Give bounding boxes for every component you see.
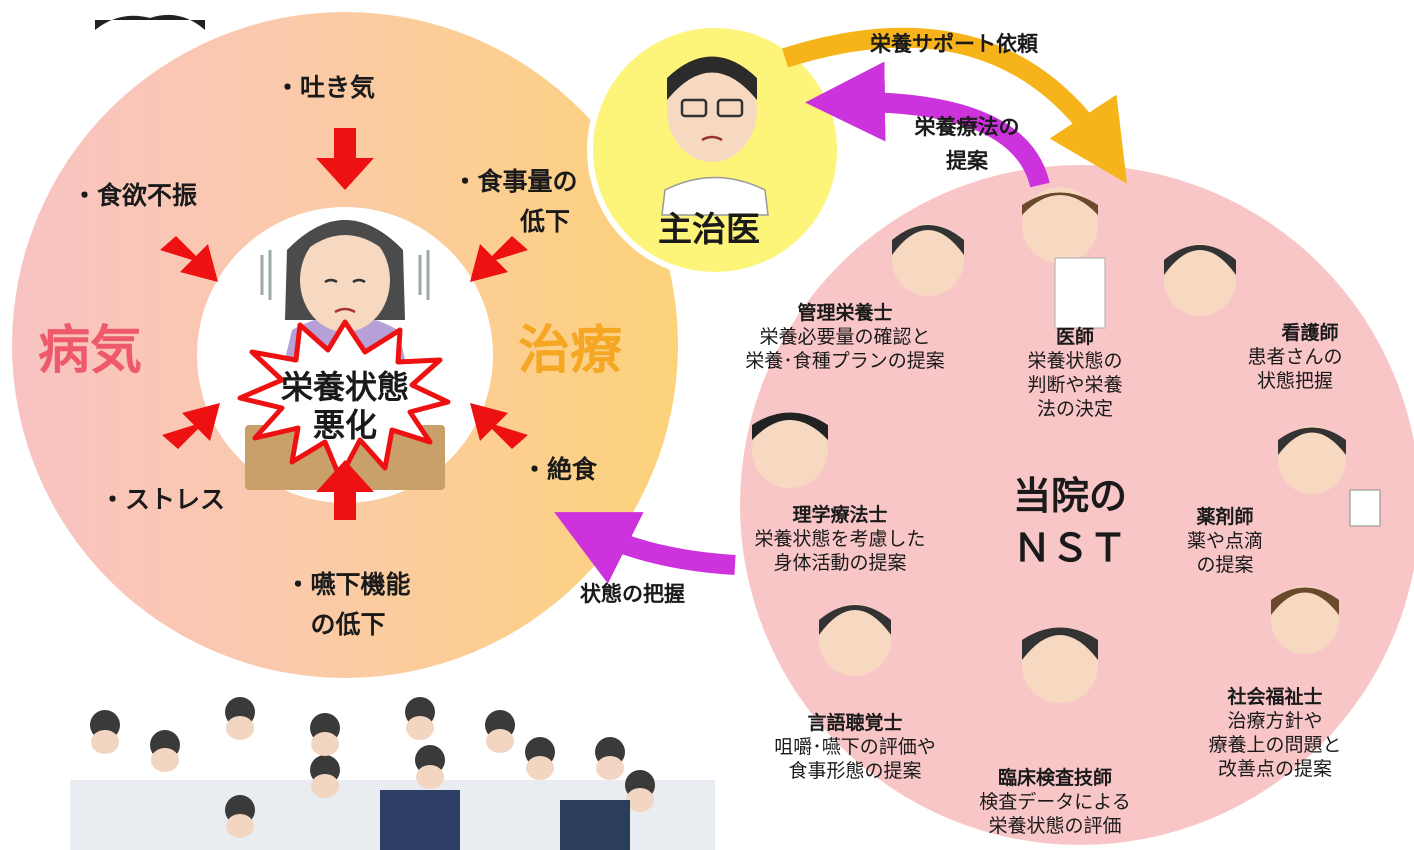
arrow-appetite [160,236,218,282]
role-physical-therapist: 理学療法士 栄養状態を考慮した 身体活動の提案 [715,500,965,575]
physician-avatar [1022,187,1106,329]
arrow-down-nausea [316,128,374,190]
role-name: 言語聴覚士 [807,712,903,734]
role-name: 社会福祉士 [1227,686,1323,708]
factor-swallowing: ・嚥下機能 の低下 [285,570,411,639]
role-physician: 医師 栄養状態の 判断や栄養 法の決定 [1000,322,1150,421]
social-worker-avatar [1271,586,1339,654]
arrow-stress [162,403,220,449]
role-lab-technician: 臨床検査技師 検査データによる 栄養状態の評価 [955,763,1155,838]
pt-avatar [752,412,828,488]
role-name: 医師 [1055,326,1094,348]
role-social-worker: 社会福祉士 治療方針や 療養上の問題と 改善点の提案 [1190,682,1360,781]
attending-doctor-illustration [661,56,769,216]
nurse-avatar [1164,244,1236,316]
treatment-label: 治療 [518,321,623,381]
team-group-photo [70,688,715,850]
dietitian-avatar [892,224,964,296]
role-name: 看護師 [1281,322,1339,344]
role-name: 理学療法士 [792,504,888,526]
factor-stress: ・ストレス [100,485,226,514]
attending-doctor-label: 主治医 [658,210,760,250]
cropped-hair-graphic [95,14,205,30]
pharmacist-avatar [1278,426,1381,527]
factor-appetite: ・食欲不振 [72,181,198,210]
factor-intake: ・食事量の 低下 [452,167,578,236]
factor-nausea: ・吐き気 [275,73,376,102]
nst-title: 当院の ＮＳＴ [1012,474,1127,570]
arrow-up-swallow [316,460,374,520]
role-name: 薬剤師 [1196,506,1254,528]
proposal-arrow [805,61,1050,188]
status-arrow [554,512,736,584]
request-label: 栄養サポート依頼 [870,32,1038,56]
disease-label: 病気 [38,321,143,381]
role-pharmacist: 薬剤師 薬や点滴 の提案 [1165,502,1285,577]
role-nurse: 看護師 患者さんの 状態把握 [1225,318,1365,393]
arrow-fasting [470,403,528,449]
role-name: 管理栄養士 [797,302,893,324]
proposal-label: 栄養療法の 提案 [914,115,1020,173]
arrow-intake [470,236,528,282]
staff-avatars [752,187,1381,703]
factor-arrows [160,128,528,520]
nst-circle [740,165,1414,845]
role-dietitian: 管理栄養士 栄養必要量の確認と 栄養･食種プランの提案 [700,298,990,373]
st-avatar [819,604,891,676]
factor-fasting: ・絶食 [522,455,598,484]
request-arrow [781,27,1127,184]
status-label: 状態の把握 [580,582,685,606]
burst-text: 栄養状態 悪化 [280,368,409,444]
role-speech-therapist: 言語聴覚士 咀嚼･嚥下の評価や 食事形態の提案 [745,708,965,783]
role-name: 臨床検査技師 [997,767,1112,789]
lab-tech-avatar [1022,627,1098,703]
